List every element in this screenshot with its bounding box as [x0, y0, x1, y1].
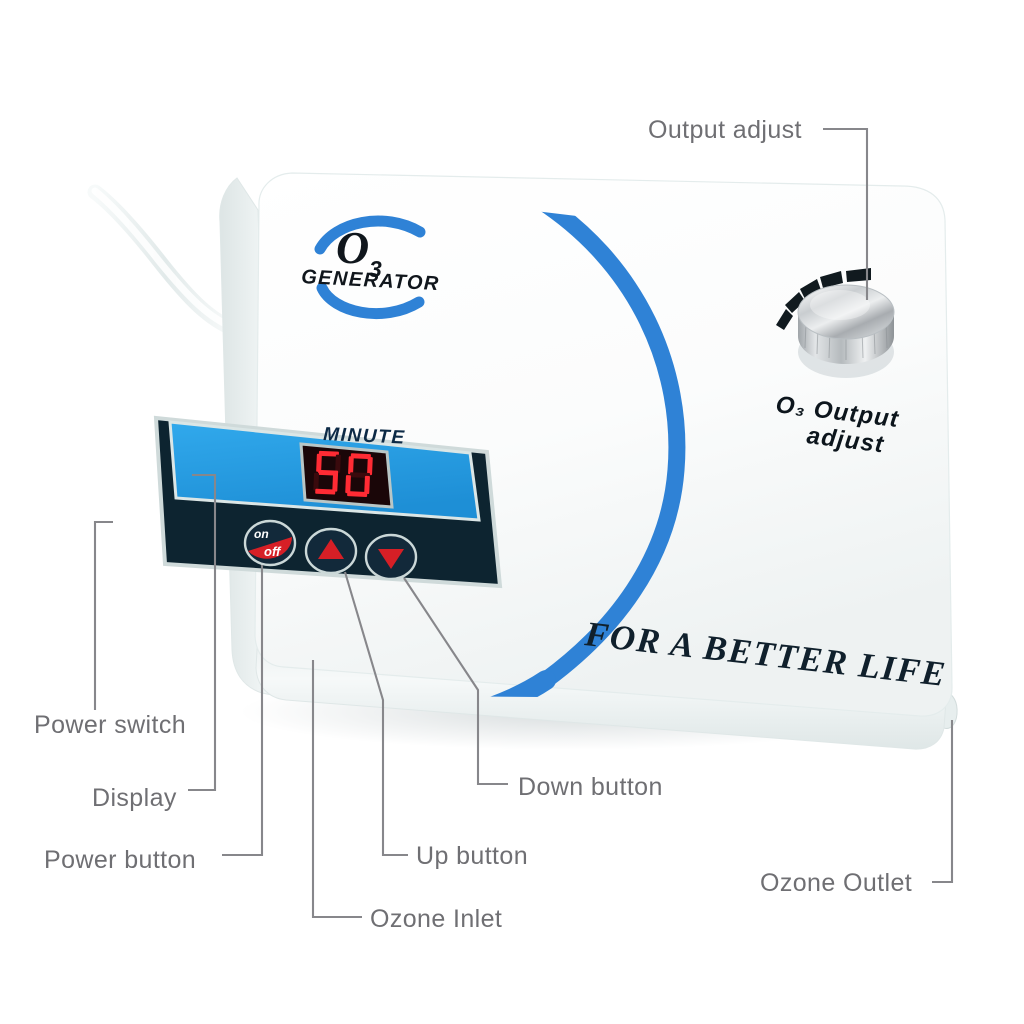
callout-ozone-inlet: Ozone Inlet	[370, 905, 502, 933]
led-digit-2	[345, 453, 373, 497]
led-digit-1	[313, 450, 341, 495]
knob-tick-marks	[776, 268, 871, 330]
blue-swoosh-accent	[524, 187, 686, 689]
leader-display	[188, 473, 217, 792]
output-adjust-knob[interactable]	[776, 268, 895, 378]
power-cord-highlight	[91, 187, 238, 332]
power-off-label: off	[264, 544, 282, 559]
callout-output-adjust: Output adjust	[648, 116, 802, 144]
up-button[interactable]	[304, 527, 358, 575]
callout-down-button: Down button	[518, 773, 663, 801]
minute-label: MINUTE	[323, 424, 406, 449]
leader-output-adjust	[823, 127, 869, 300]
logo-arc-bottom	[316, 282, 425, 320]
logo-subscript-3: 3	[369, 256, 382, 282]
leader-power-switch	[93, 520, 113, 710]
callout-ozone-outlet: Ozone Outlet	[760, 869, 912, 897]
knob-top-face[interactable]	[797, 284, 895, 340]
leader-power-button	[222, 565, 264, 857]
callout-up-button: Up button	[416, 842, 528, 870]
callout-power-button: Power button	[44, 846, 196, 874]
down-button[interactable]	[364, 533, 418, 581]
leader-ozone-inlet	[311, 660, 362, 919]
power-button[interactable]: on off	[243, 519, 297, 567]
logo-letter-o: O	[336, 222, 369, 273]
leader-ozone-outlet	[932, 720, 954, 884]
callout-power-switch: Power switch	[34, 711, 186, 739]
callout-display: Display	[92, 784, 177, 812]
leader-up-button	[343, 571, 408, 857]
power-on-label: on	[254, 527, 269, 541]
knob-top-sheen	[810, 290, 870, 320]
led-digits	[313, 450, 373, 497]
logo-arc-top	[314, 215, 426, 255]
control-panel: MINUTE	[153, 415, 503, 589]
blue-swoosh-tail	[484, 670, 556, 700]
leader-down-button	[403, 577, 508, 786]
